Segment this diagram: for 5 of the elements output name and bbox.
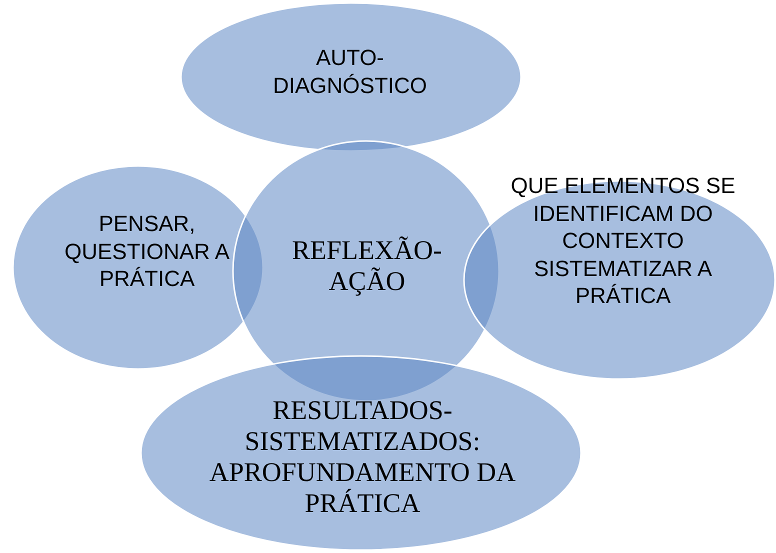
node-text: PENSAR, QUESTIONAR A PRÁTICA [63, 210, 231, 292]
node-text: AUTO- DIAGNÓSTICO [272, 44, 428, 99]
node-text: RESULTADOS- SISTEMATIZADOS: APROFUNDAMENTO DA PRÁTICA [208, 395, 517, 520]
node-text: QUE ELEMENTOS SE IDENTIFICAM DO CONTEXTO SISTEMATIZAR A PRÁTICA [510, 172, 736, 310]
node-text: REFLEXÃO- AÇÃO [291, 235, 443, 298]
